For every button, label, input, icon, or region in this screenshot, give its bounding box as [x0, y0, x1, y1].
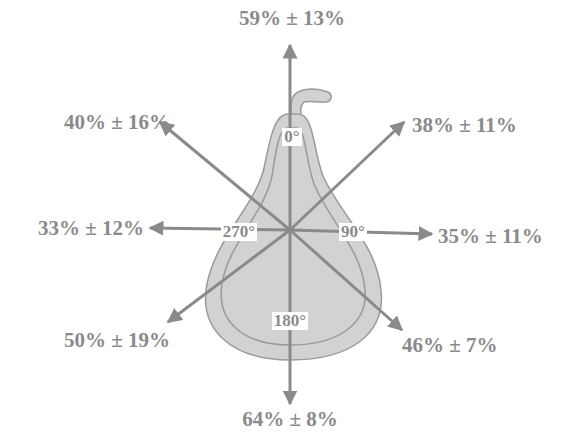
percentage-label: 40% ± 16% [64, 111, 170, 134]
percentage-label: 46% ± 7% [402, 334, 498, 357]
angle-label: 180° [272, 312, 308, 331]
angle-label: 0° [282, 128, 301, 147]
percentage-label: 59% ± 13% [239, 7, 345, 30]
arrow-315 [160, 122, 290, 230]
pear-body [206, 114, 382, 360]
arrow-225 [168, 230, 290, 322]
angle-label: 90° [339, 223, 367, 242]
percentage-label: 64% ± 8% [242, 408, 338, 431]
angle-label: 270° [221, 223, 257, 242]
percentage-label: 35% ± 11% [438, 225, 543, 248]
arrow-45 [290, 122, 404, 230]
percentage-label: 38% ± 11% [412, 114, 517, 137]
percentage-label: 33% ± 12% [38, 217, 144, 240]
direction-arrows [150, 45, 432, 404]
percentage-label: 50% ± 19% [64, 329, 170, 352]
